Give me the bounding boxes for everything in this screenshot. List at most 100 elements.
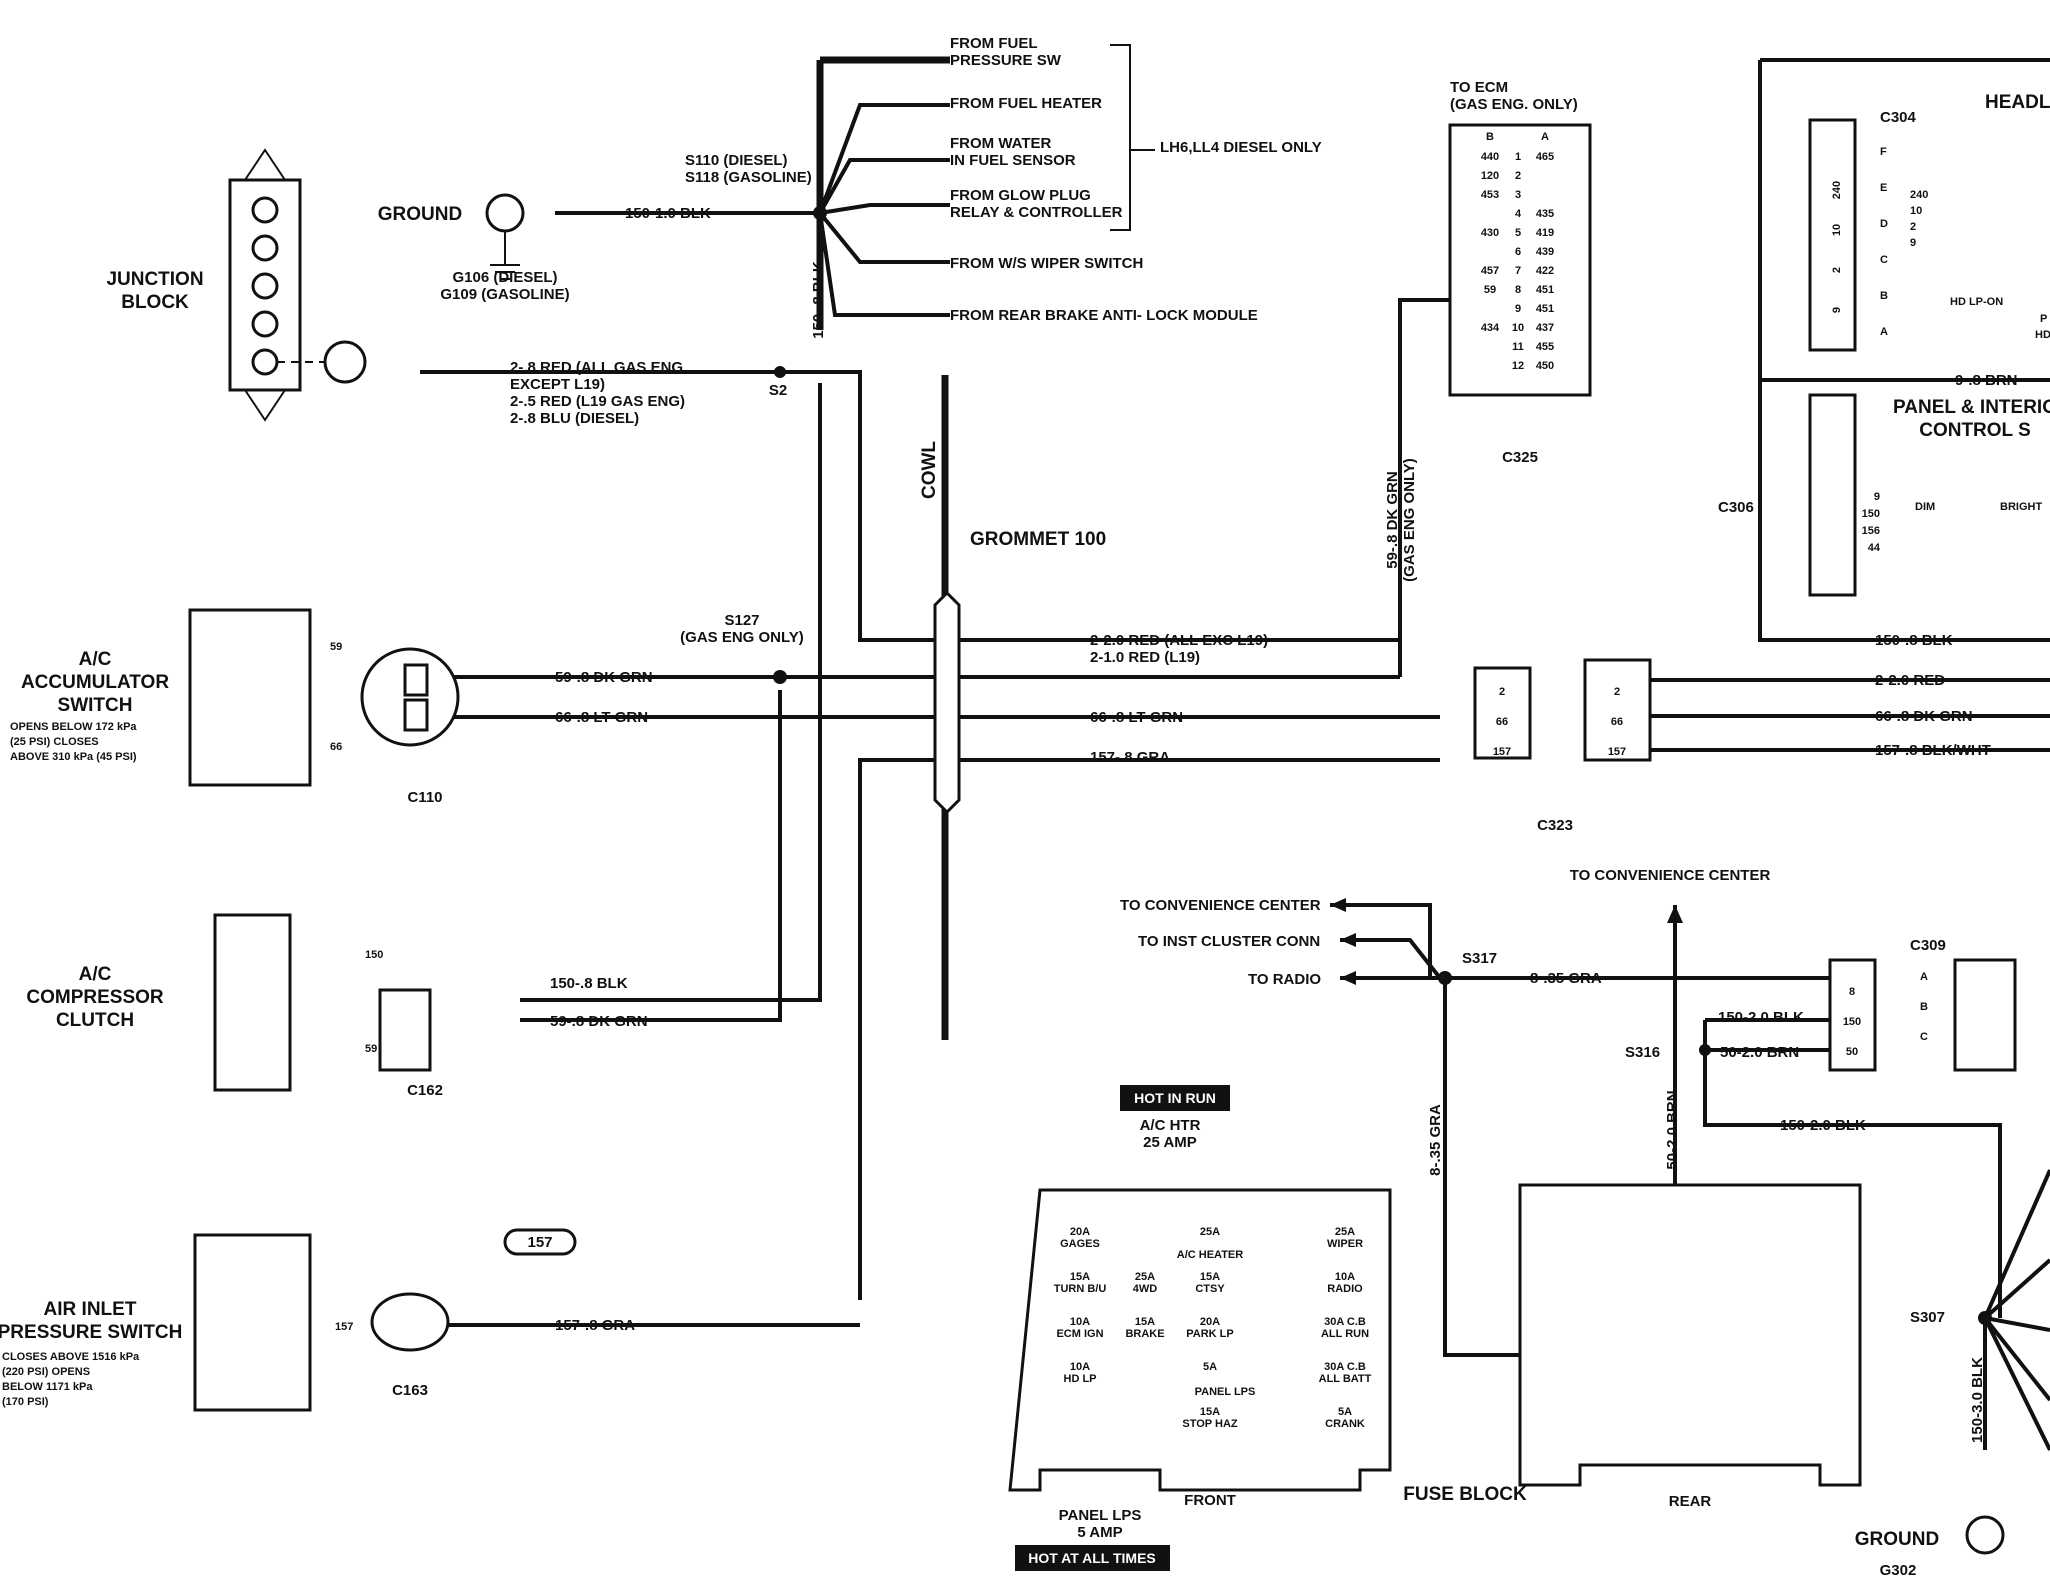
wire-150-blk-right-label: 150-.8 BLK: [1875, 632, 1953, 649]
fuse-circuit: CTSY: [1195, 1283, 1225, 1295]
fuse-rating: 20A: [1200, 1316, 1220, 1328]
panel-lps-label: PANEL LPS: [1195, 1386, 1256, 1398]
ecm-header-b: B: [1486, 131, 1494, 143]
ground-sub: G106 (DIESEL)G109 (GASOLINE): [440, 269, 569, 303]
wire-2-red-right-label: 2-2.0 RED: [1875, 672, 1945, 689]
ecm-cavity-b: 59: [1484, 284, 1496, 296]
ecm-cavity-num: 6: [1515, 246, 1521, 258]
wire-8-gra-vertical: 8-.35 GRA: [1427, 1104, 1444, 1176]
fuse-rating: 5A: [1203, 1361, 1217, 1373]
ecm-cavity-num: 3: [1515, 189, 1521, 201]
wire-fuel-heater: [818, 103, 950, 214]
junction-block-terminal: [251, 234, 279, 262]
splice-s307-label: S307: [1910, 1309, 1945, 1326]
fuse-rating: 10A: [1070, 1316, 1090, 1328]
fuse-rating: 25A: [1335, 1226, 1355, 1238]
ecm-cavity-b: 453: [1481, 189, 1499, 201]
ecm-cavity-num: 5: [1515, 227, 1521, 239]
ground-label: GROUND: [378, 204, 462, 225]
fuse-circuit: HD LP: [1064, 1373, 1097, 1385]
fuse-circuit: TURN B/U: [1054, 1283, 1107, 1295]
c323-pin-left: 157: [1493, 746, 1511, 758]
bubble-157: [503, 1228, 577, 1256]
pin-150-label: 150: [365, 949, 383, 961]
c304-pin-letter: A: [1880, 326, 1888, 338]
ground-bottom-ring: [1965, 1515, 2005, 1555]
ecm-title: TO ECM(GAS ENG. ONLY): [1450, 79, 1578, 113]
splice-s110-label: S110 (DIESEL)S118 (GASOLINE): [685, 152, 812, 186]
ecm-cavity-a: 435: [1536, 208, 1554, 220]
c309-connector-left: [1828, 958, 1877, 1072]
ecm-cavity-num: 10: [1512, 322, 1524, 334]
wire-150-3-blk-label: 150-3.0 BLK: [1969, 1357, 1986, 1443]
wire-66-dkgrn-right-label: 66-.8 DK GRN: [1875, 708, 1973, 725]
wire-150-blk-right: [1758, 340, 2050, 642]
ac-accumulator-box: [188, 608, 312, 787]
fuse-circuit: RADIO: [1327, 1283, 1363, 1295]
ac-accumulator-body: [360, 647, 460, 747]
fuse-block-front: [1008, 1188, 1392, 1492]
hd-label: HD: [2035, 329, 2050, 341]
ecm-cavity-num: 4: [1515, 208, 1522, 220]
c309-pin: 8: [1849, 986, 1855, 998]
dim-label: DIM: [1915, 501, 1935, 513]
fuse-rating: 15A: [1200, 1271, 1220, 1283]
arrow-up-conv: [1667, 905, 1683, 923]
junction-block-terminal: [251, 348, 279, 376]
wire-157-gra-mid: 157-.8 GRA: [1090, 749, 1170, 766]
c163-label: C163: [392, 1382, 428, 1399]
ecm-cavity-num: 8: [1515, 284, 1521, 296]
c306-pin: 150: [1862, 508, 1880, 520]
splice-s127-label: S127(GAS ENG ONLY): [680, 612, 804, 646]
ecm-cavity-a: 437: [1536, 322, 1554, 334]
junction-ring-terminal: [323, 340, 367, 384]
junction-block-ears: [244, 148, 286, 422]
wire-150-compressor: [520, 383, 822, 1002]
to-inst-cluster: TO INST CLUSTER CONN: [1138, 933, 1320, 950]
junction-block-terminal: [251, 310, 279, 338]
junction-block-terminal: [251, 196, 279, 224]
hot-at-all-times-tag: [1015, 1545, 1170, 1571]
ground-bottom-label: GROUND: [1855, 1529, 1939, 1550]
wire-glow-plug: [819, 203, 950, 215]
c304-pin: 10: [1910, 205, 1922, 217]
wire-abs: [818, 212, 950, 317]
fuse-rating: 15A: [1070, 1271, 1090, 1283]
splice-s2: [774, 366, 786, 378]
fuse-rating: 25A: [1200, 1226, 1220, 1238]
wire-50-2-brn-label: 50-2.0 BRN: [1720, 1044, 1799, 1061]
wire-150-2-blk-label: 150-2.0 BLK: [1718, 1009, 1804, 1026]
ecm-cavity-b: 457: [1481, 265, 1499, 277]
p-label: P: [2040, 313, 2047, 325]
component-layer: [188, 118, 2017, 1571]
fuse-rating: 10A: [1335, 1271, 1355, 1283]
pin-59-label: 59: [330, 641, 342, 653]
ecm-cavity-a: 455: [1536, 341, 1554, 353]
fuse-rating: 20A: [1070, 1226, 1090, 1238]
c323-pin-right: 2: [1614, 686, 1620, 698]
hot-at-all-times-label: HOT AT ALL TIMES: [1028, 1550, 1156, 1566]
fuse-block-rear: [1518, 1183, 1862, 1487]
ecm-cavity-a: 451: [1536, 303, 1554, 315]
wire-150-8-blk-c162: 150-.8 BLK: [550, 975, 628, 992]
ecm-cavity-b: 440: [1481, 151, 1499, 163]
fuse-rating: 15A: [1135, 1316, 1155, 1328]
ecm-cavity-num: 11: [1512, 341, 1524, 353]
fuse-circuit: WIPER: [1327, 1238, 1363, 1250]
c323-label: C323: [1537, 817, 1573, 834]
c306-connector: [1808, 393, 1857, 597]
c304-cavity: 9: [1831, 307, 1843, 313]
wire-66-ltgrn-label: 66-.8 LT GRN: [555, 709, 648, 726]
c304-pin: 240: [1910, 189, 1928, 201]
c306-pin: 9: [1874, 491, 1880, 503]
grommet-100: [933, 590, 961, 815]
splice-s317: [1438, 971, 1452, 985]
headlamp-title: HEADL: [1985, 92, 2050, 113]
fuse-rating: 10A: [1070, 1361, 1090, 1373]
wire-9-brn-label: 9-.8 BRN: [1955, 372, 2018, 389]
